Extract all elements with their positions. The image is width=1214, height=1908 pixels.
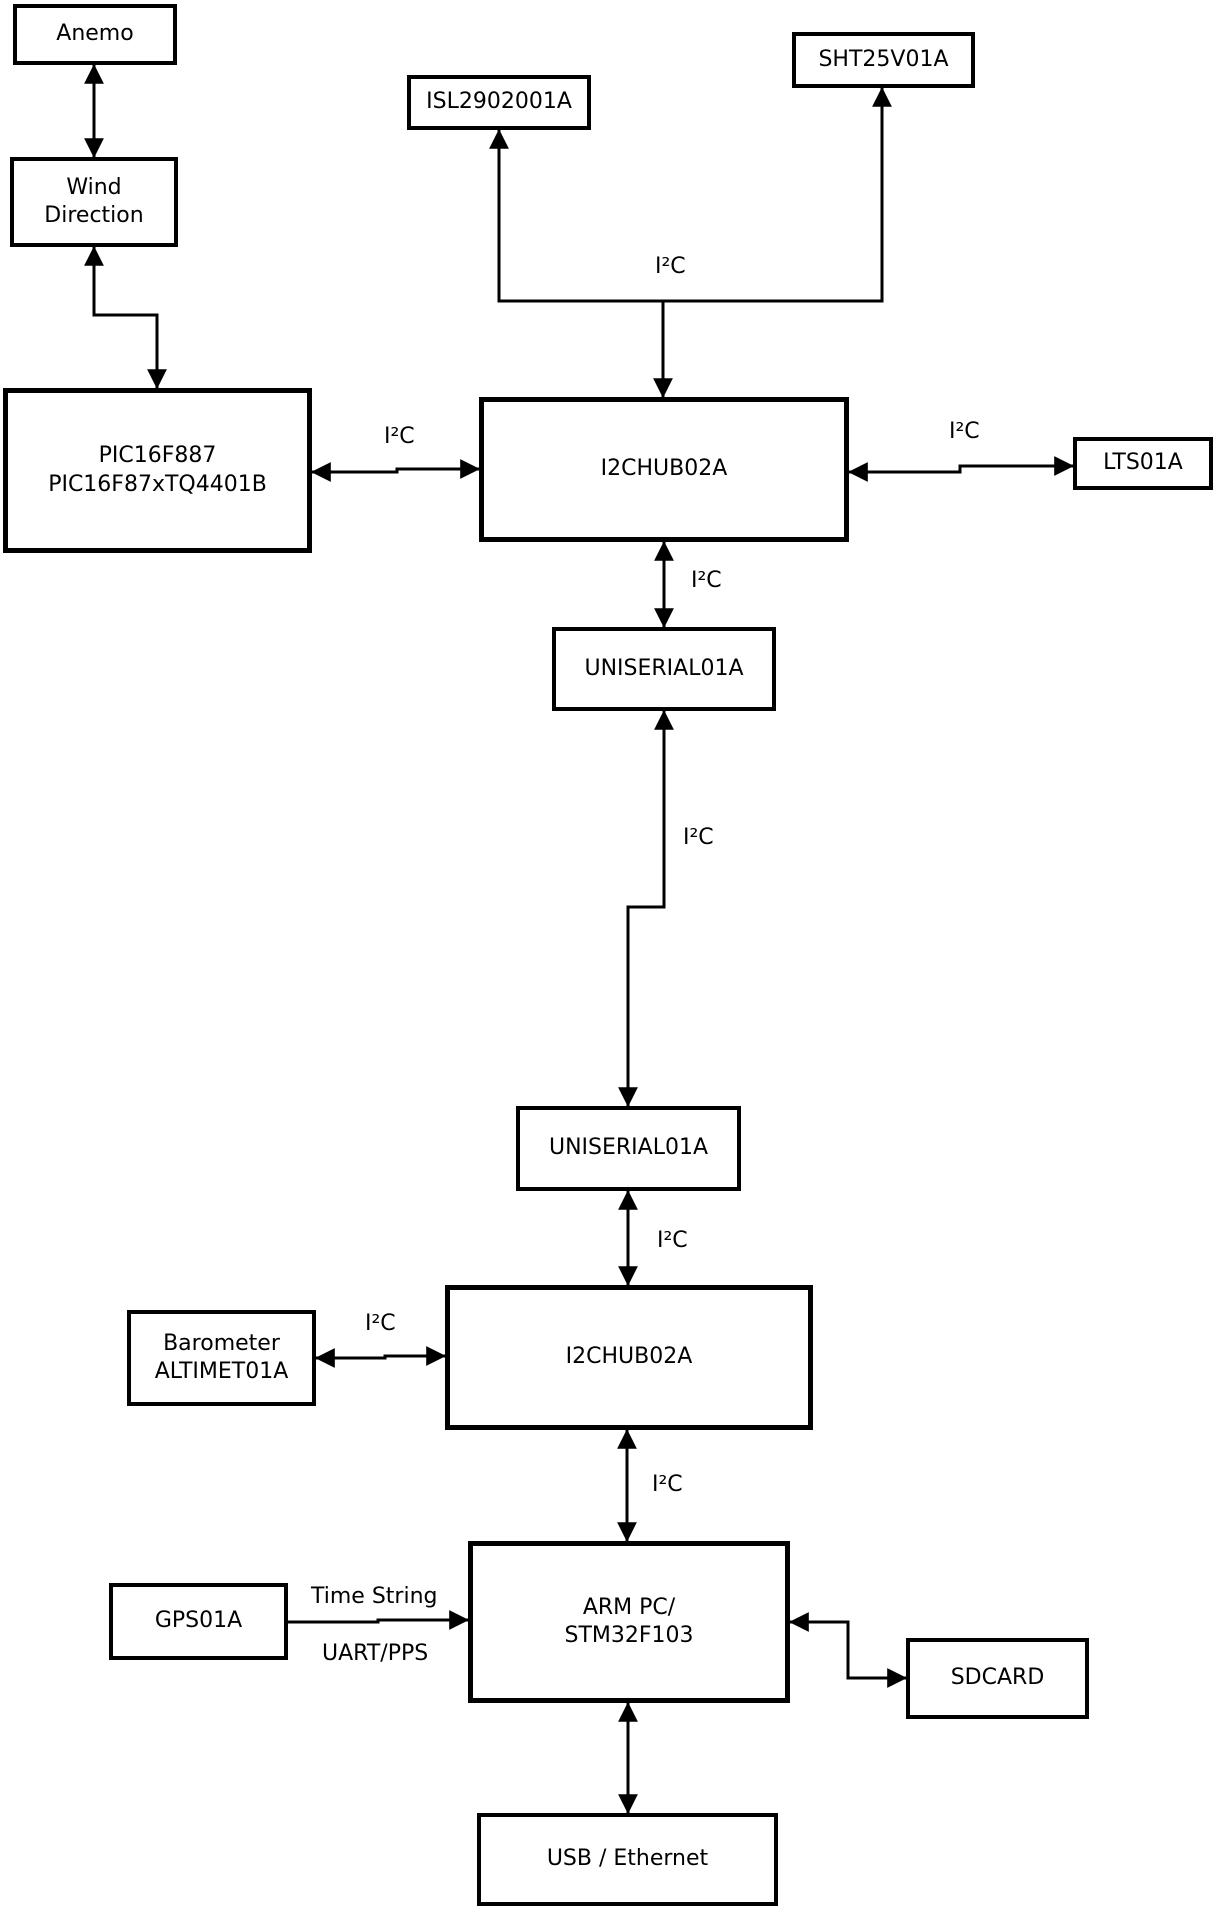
node-i2chub02a-2-label: I2CHUB02A bbox=[565, 1344, 693, 1370]
node-anemo: Anemo bbox=[13, 4, 177, 65]
connector-pic-hub1 bbox=[311, 459, 480, 482]
node-usb-ethernet: USB / Ethernet bbox=[477, 1813, 778, 1906]
edge-label-i2c-hub1-lts: I²C bbox=[949, 419, 980, 444]
node-arm-pc-stm32f103: ARM PC/ STM32F103 bbox=[468, 1541, 790, 1703]
node-wind-direction-label: Wind Direction bbox=[44, 174, 144, 228]
node-lts01a: LTS01A bbox=[1073, 437, 1213, 490]
node-anemo-label: Anemo bbox=[56, 21, 134, 47]
node-pic16f887: PIC16F887 PIC16F87xTQ4401B bbox=[3, 388, 312, 553]
node-barometer-altimet01a-label: Barometer ALTIMET01A bbox=[154, 1330, 289, 1384]
connector-wind-pic bbox=[84, 246, 167, 389]
node-sdcard: SDCARD bbox=[906, 1638, 1089, 1719]
node-gps01a-label: GPS01A bbox=[154, 1608, 243, 1634]
node-lts01a-label: LTS01A bbox=[1103, 450, 1183, 476]
node-barometer-altimet01a: Barometer ALTIMET01A bbox=[127, 1310, 316, 1406]
node-gps01a: GPS01A bbox=[109, 1583, 288, 1660]
edge-label-i2c-hub1-uniserial1: I²C bbox=[691, 568, 722, 593]
connector-uniserial1-uniserial2 bbox=[618, 710, 674, 1107]
node-sht25v01a-label: SHT25V01A bbox=[818, 46, 949, 72]
node-sht25v01a: SHT25V01A bbox=[792, 32, 975, 88]
node-uniserial01a-2-label: UNISERIAL01A bbox=[548, 1135, 709, 1161]
node-arm-pc-stm32f103-label: ARM PC/ STM32F103 bbox=[564, 1594, 694, 1648]
connector-hub1-lts bbox=[848, 456, 1074, 482]
edge-label-i2c-barometer-hub2: I²C bbox=[365, 1311, 396, 1336]
node-sdcard-label: SDCARD bbox=[950, 1665, 1045, 1691]
connector-gps-armpc bbox=[288, 1610, 469, 1630]
edge-label-i2c-bus-top: I²C bbox=[655, 254, 686, 279]
connector-armpc-sdcard bbox=[789, 1612, 907, 1688]
node-usb-ethernet-label: USB / Ethernet bbox=[546, 1846, 709, 1872]
edge-label-time-string: Time String bbox=[311, 1584, 438, 1609]
edge-label-uart-pps: UART/PPS bbox=[322, 1641, 429, 1666]
node-uniserial01a-2: UNISERIAL01A bbox=[516, 1106, 741, 1191]
node-isl2902001a: ISL2902001A bbox=[407, 75, 591, 130]
node-pic16f887-label: PIC16F887 PIC16F87xTQ4401B bbox=[48, 443, 267, 497]
node-isl2902001a-label: ISL2902001A bbox=[426, 89, 572, 115]
node-i2chub02a-2: I2CHUB02A bbox=[445, 1285, 813, 1430]
node-i2chub02a-1-label: I2CHUB02A bbox=[600, 456, 728, 482]
node-i2chub02a-1: I2CHUB02A bbox=[479, 397, 849, 542]
node-wind-direction: Wind Direction bbox=[10, 157, 178, 247]
edge-label-i2c-hub2-armpc: I²C bbox=[652, 1472, 683, 1497]
connector-barometer-hub2 bbox=[315, 1346, 446, 1368]
edge-label-i2c-pic-hub1: I²C bbox=[384, 424, 415, 449]
edge-label-i2c-uniserial1-uniserial2: I²C bbox=[683, 825, 714, 850]
edge-label-i2c-uniserial2-hub2: I²C bbox=[657, 1228, 688, 1253]
connector-isl-sht-bus bbox=[489, 87, 892, 303]
node-uniserial01a-1: UNISERIAL01A bbox=[552, 627, 776, 711]
node-uniserial01a-1-label: UNISERIAL01A bbox=[584, 655, 744, 681]
